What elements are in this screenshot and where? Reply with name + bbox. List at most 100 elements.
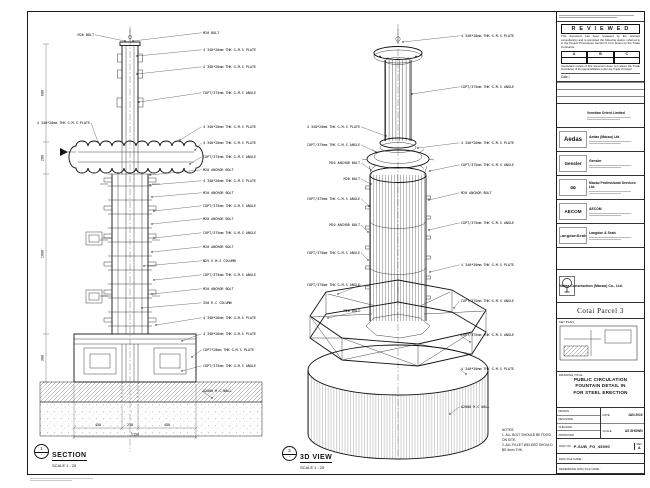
annotation-label: 300 bbox=[41, 355, 45, 361]
reviewed-status-options: A B C bbox=[561, 50, 640, 58]
section-view-callout: 1 - SECTION SCALE 1 : 25 bbox=[34, 444, 87, 468]
revision-table bbox=[557, 82, 644, 105]
annotation-label: COPT/375mm THK G.M.S ANGLE bbox=[203, 273, 256, 277]
leader-line bbox=[459, 368, 467, 375]
annotation-label: 1000 bbox=[41, 250, 45, 258]
status-option-c: C bbox=[613, 50, 640, 58]
bubble-number: 2 bbox=[283, 447, 296, 455]
annotation-label: 4 340*20mm THK G.M.S PLATE bbox=[307, 125, 360, 129]
annotation-label: COPT/375mm THK G.M.S ANGLE bbox=[307, 251, 360, 255]
leader-dot bbox=[375, 151, 377, 153]
consultant-name: Macau Professional Services Ltd. bbox=[589, 181, 636, 190]
leader-line bbox=[459, 334, 471, 343]
consultant-logo: AECOM bbox=[559, 203, 587, 221]
leader-line bbox=[153, 274, 202, 281]
view-scale: SCALE 1 : 25 bbox=[300, 465, 325, 470]
annotation-label: COPT/375mm THK G.M.S ANGLE bbox=[461, 333, 514, 337]
rev-value: A bbox=[638, 445, 641, 450]
status-option-a: A bbox=[561, 50, 588, 58]
consultant-row: Gensler Gensler bbox=[557, 152, 644, 177]
annotation-label: COPT/375mm THK G.M.S ANGLE bbox=[461, 85, 514, 89]
annotation-label: 4 340*20mm THK G.M.S PLATE bbox=[37, 121, 90, 125]
leader-dot bbox=[428, 199, 430, 201]
annotation-label: 4 340*20mm THK G.M.S PLATE bbox=[203, 316, 256, 320]
status-option-b: B bbox=[587, 50, 614, 58]
leader-dot bbox=[194, 149, 196, 151]
leader-line bbox=[360, 126, 387, 137]
bubble-ref: - bbox=[40, 452, 43, 457]
iso-view-callout: 2 - 3D VIEW SCALE 1 : 25 bbox=[282, 446, 333, 470]
leader-dot bbox=[453, 307, 455, 309]
leader-dot bbox=[367, 259, 369, 261]
annotation-label: N25 G.M.S COLUMN bbox=[203, 259, 236, 263]
leader-dot bbox=[136, 55, 138, 57]
field-value: JAN 2019 bbox=[628, 413, 643, 418]
annotation-label: 4 340*20mm THK G.M.S PLATE bbox=[203, 65, 256, 69]
annotation-label: 200 bbox=[41, 155, 45, 161]
annotation-label: COPT/375mm THK G.M.S ANGLE bbox=[307, 197, 360, 201]
leader-dot bbox=[155, 324, 157, 326]
leader-line bbox=[149, 169, 202, 176]
title-block-top-strip bbox=[557, 12, 644, 22]
leader-dot bbox=[138, 101, 140, 103]
revision-row bbox=[557, 96, 644, 103]
annotation-label: COPT/375mm THK G.M.S ANGLE bbox=[203, 364, 256, 368]
title-block: R E V I E W E D This document has been r… bbox=[556, 12, 644, 474]
leader-line bbox=[136, 49, 202, 57]
leader-line bbox=[181, 365, 202, 372]
field-label: DESIGNED bbox=[558, 417, 574, 422]
leader-line bbox=[151, 288, 202, 295]
leader-line bbox=[360, 252, 369, 261]
leader-dot bbox=[337, 293, 339, 295]
annotation-label: M20 ANCHOR BOLT bbox=[329, 223, 360, 227]
annotation-label: 450 bbox=[164, 423, 170, 427]
leader-line bbox=[94, 34, 126, 42]
leader-line bbox=[327, 310, 362, 319]
leader-dot bbox=[153, 237, 155, 239]
leader-line bbox=[360, 224, 369, 233]
reviewed-footer: Consultant review of this document does … bbox=[561, 64, 640, 72]
file-name-row: DWG FILE NAME : bbox=[557, 454, 644, 464]
leader-dot bbox=[370, 169, 372, 171]
annotation-label: 4 340*20mm THK G.M.S PLATE bbox=[203, 125, 256, 129]
consultant-row: Aedas Aedas (Macau) Ltd. bbox=[557, 128, 644, 153]
notes-heading: NOTES: bbox=[502, 428, 515, 432]
contractor-tree-logo-icon bbox=[559, 276, 575, 296]
consultant-logo: Gensler bbox=[559, 155, 587, 173]
annotation-label: 4 340*20mm THK G.M.S PLATE bbox=[461, 263, 514, 267]
leader-dot bbox=[402, 41, 404, 43]
drawing-title-line: FOR STEEL ERECTION bbox=[573, 389, 628, 395]
annotation-label: 250 bbox=[127, 423, 133, 427]
annotation-label: M20 ANCHOR BOLT bbox=[461, 191, 492, 195]
consultant-logo: ∞ bbox=[559, 179, 587, 197]
note-item: 2. ALL FILLET WELDED SHOULD BE 6mm THK. bbox=[502, 442, 553, 452]
leader-line bbox=[143, 260, 202, 267]
status-checkboxes bbox=[561, 57, 640, 64]
annotation-label: 4 340*20mm THK G.M.S PLATE bbox=[203, 179, 256, 183]
consultant-name: Venetian Orient Limited bbox=[587, 111, 625, 116]
leader-line bbox=[151, 218, 202, 225]
annotation-label: M20 BOLT bbox=[203, 31, 219, 35]
detail-bubble: 1 - bbox=[34, 444, 49, 459]
revision-row bbox=[557, 82, 644, 89]
leader-line bbox=[337, 284, 362, 295]
field-label: DATE bbox=[602, 413, 610, 418]
dwg-no-label: DWG NO. bbox=[559, 444, 572, 448]
leader-line bbox=[453, 300, 460, 309]
annotation-label: 350 R.C COLUMN bbox=[203, 301, 232, 305]
consultant-name: AECOM bbox=[589, 207, 602, 212]
leader-dot bbox=[151, 251, 153, 253]
annotation-label: M20 BOLT bbox=[78, 33, 94, 37]
reviewed-stamp: R E V I E W E D This document has been r… bbox=[557, 22, 644, 83]
leader-dot bbox=[181, 340, 183, 342]
annotation-label: COPT*20mm THK G.M.S PLATE bbox=[203, 348, 254, 352]
annotation-label: M20 BOLT bbox=[344, 177, 360, 181]
contractor-block: Yadea Construction (Macau) Co., Ltd. bbox=[557, 270, 644, 303]
annotation-label: M20 ANCHOR BOLT bbox=[203, 217, 234, 221]
leader-line bbox=[149, 180, 202, 186]
reviewed-body: This document has been reviewed by the r… bbox=[561, 34, 640, 49]
annotation-label: M20 ANCHOR BOLT bbox=[203, 287, 234, 291]
leader-dot bbox=[465, 373, 467, 375]
drawing-title-block: DRAWING TITLE: PUBLIC CIRCULATION FOUNTA… bbox=[557, 372, 644, 408]
plot-stamp bbox=[30, 477, 100, 481]
